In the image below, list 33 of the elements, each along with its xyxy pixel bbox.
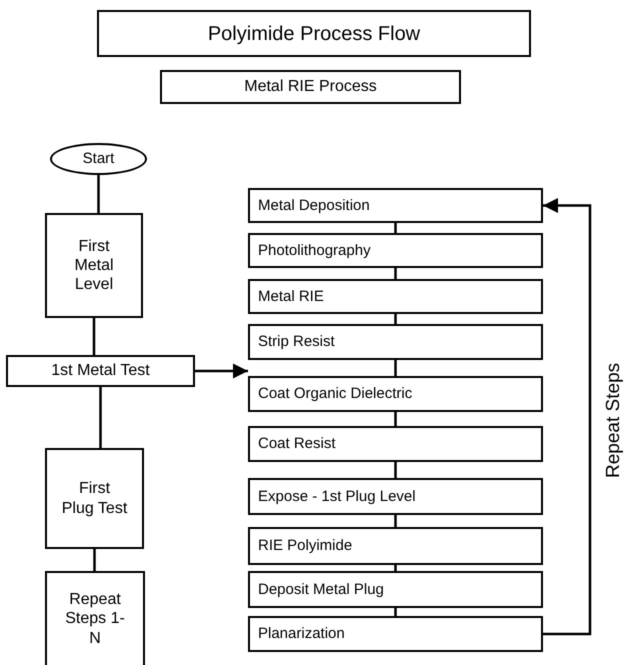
subtitle-box: Metal RIE Process — [160, 70, 461, 104]
process-box: Coat Resist — [248, 426, 543, 462]
connector-line — [97, 175, 100, 213]
connector-line — [394, 268, 397, 279]
start-terminal: Start — [50, 143, 147, 175]
process-box: Photolithography — [248, 233, 543, 268]
process-box: First Plug Test — [45, 448, 144, 549]
process-box: Metal RIE — [248, 279, 543, 314]
edge-label: Repeat Steps — [603, 362, 625, 478]
connector-line — [99, 387, 102, 448]
process-box: Strip Resist — [248, 324, 543, 360]
process-box: Expose - 1st Plug Level — [248, 478, 543, 515]
arrow — [195, 364, 248, 378]
connector-line — [394, 223, 397, 233]
connector-line — [394, 565, 397, 571]
process-box: Planarization — [248, 616, 543, 652]
process-box: First Metal Level — [45, 213, 143, 318]
arrow — [543, 198, 592, 636]
connector-line — [92, 318, 96, 355]
process-box: RIE Polyimide — [248, 527, 543, 565]
title-box: Polyimide Process Flow — [97, 10, 531, 57]
process-box: 1st Metal Test — [6, 355, 195, 387]
connector-line — [394, 515, 397, 527]
connector-line — [394, 608, 397, 616]
process-box: Coat Organic Dielectric — [248, 376, 543, 412]
process-box: Repeat Steps 1-N — [45, 571, 145, 665]
connector-line — [394, 412, 397, 426]
connector-line — [394, 314, 397, 324]
process-box: Metal Deposition — [248, 188, 543, 223]
connector-line — [394, 360, 397, 376]
connector-line — [394, 462, 397, 478]
process-box: Deposit Metal Plug — [248, 571, 543, 608]
connector-line — [93, 549, 96, 571]
